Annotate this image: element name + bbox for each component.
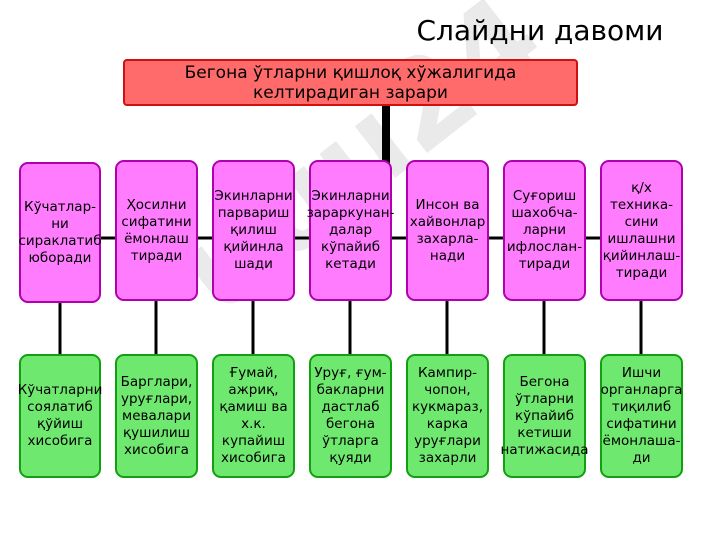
bottom-item-3: Ғумай, ажриқ, қамиш ва х.к. купайиш хисо… (212, 354, 295, 478)
top-item-7: қ/х техника-сини ишлашни қийинлаш-тиради (600, 160, 683, 301)
header-box: Бегона ўтларни қишлоқ хўжалигида келтира… (123, 59, 578, 106)
bottom-item-4: Уруғ, ғум-бакларни дастлаб бегона ўтларг… (309, 354, 392, 478)
bottom-item-7: Ишчи органларга тиқилиб сифатини ёмонлаш… (600, 354, 683, 478)
bottom-item-6: Бегона ўтларни кўпайиб кетиши натижасида (501, 354, 589, 478)
top-item-4: Экинларни зараркунан-далар кўпайиб кетад… (307, 160, 394, 301)
bottom-item-2: Барглари, уруғлари, мевалари қушилиш хис… (115, 354, 198, 478)
slide-title: Слайдни давоми (416, 14, 664, 47)
top-item-3: Экинларни парвариш қилиш қийинла шади (212, 160, 295, 301)
top-item-5: Инсон ва хайвонлар захарла-нади (406, 160, 489, 301)
bottom-item-1: Кўчатларни соялатиб қўйиш хисобига (18, 354, 102, 478)
top-item-6: Суғориш шахобча-ларни ифлослан-тиради (503, 160, 586, 301)
bottom-item-5: Кампир-чопон, кукмараз, карка уруғлари з… (406, 354, 489, 478)
top-item-1: Кўчатлар-ни сираклатиб юборади (18, 162, 102, 303)
top-item-2: Ҳосилни сифатини ёмонлаш тиради (115, 160, 198, 301)
